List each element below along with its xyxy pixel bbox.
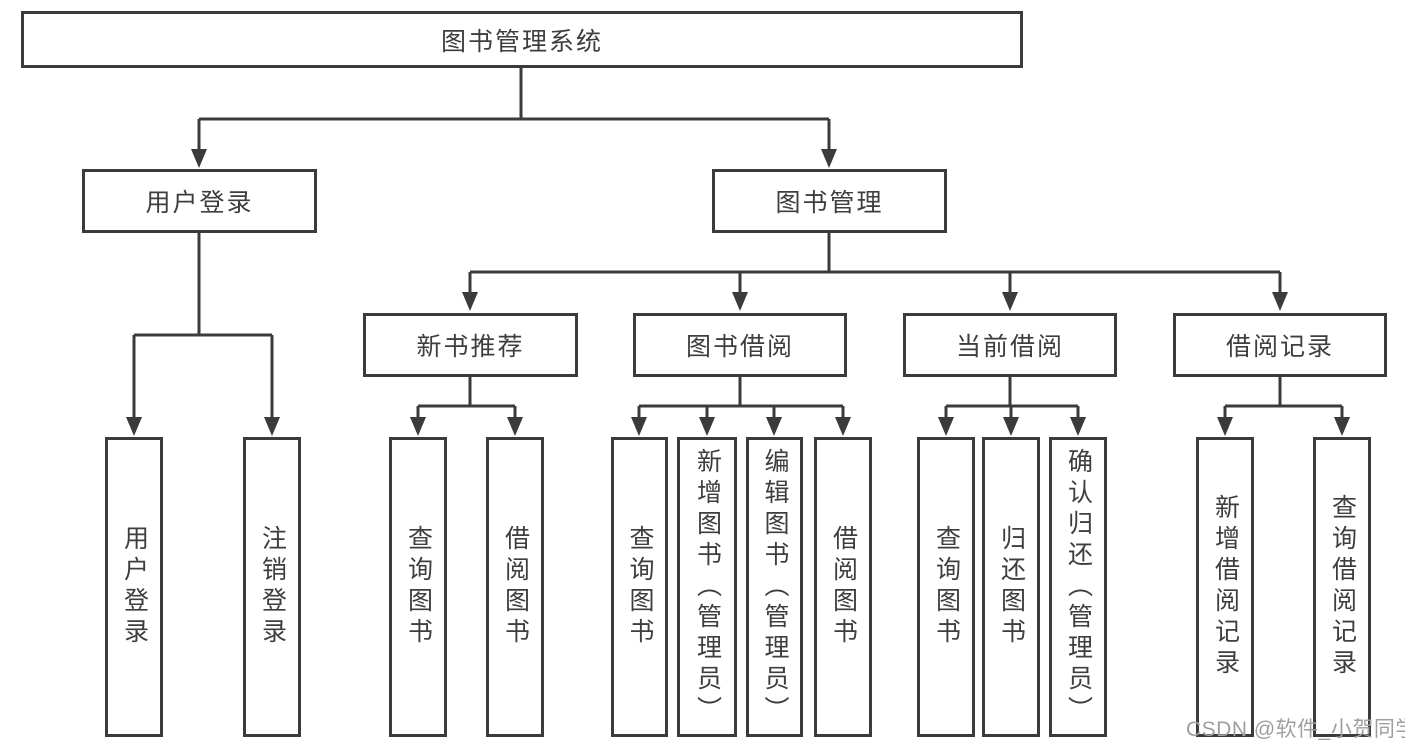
node-user-login: 用户登录 [82, 169, 317, 233]
node-borrowing-records: 借阅记录 [1173, 313, 1387, 377]
connector-root-to-branches [191, 68, 837, 168]
node-user-login-leaf: 用户登录 [105, 437, 163, 737]
connector-book-mgmt-to-groups [462, 233, 1288, 311]
node-new-book-recommend: 新书推荐 [363, 313, 578, 377]
node-book-management: 图书管理 [712, 169, 947, 233]
connector-current-borrow-to-children [938, 377, 1086, 436]
node-library-system: 图书管理系统 [21, 11, 1023, 68]
node-cb-confirm-return-admin: 确认归还（管理员） [1049, 437, 1107, 737]
node-cb-query-books: 查询图书 [917, 437, 975, 737]
node-logout: 注销登录 [243, 437, 301, 737]
node-cb-return-books: 归还图书 [982, 437, 1040, 737]
node-bb-borrow-books: 借阅图书 [814, 437, 872, 737]
watermark: CSDN @软件_小贺同学 [1186, 718, 1405, 741]
node-book-borrowing: 图书借阅 [633, 313, 847, 377]
node-current-borrowing: 当前借阅 [903, 313, 1117, 377]
connector-book-borrow-to-children [631, 377, 851, 436]
connector-user-login-to-children [126, 233, 280, 436]
node-bb-query-books: 查询图书 [611, 437, 668, 737]
node-br-add-record: 新增借阅记录 [1196, 437, 1254, 737]
connector-new-books-to-children [410, 377, 523, 436]
node-bb-add-books-admin: 新增图书（管理员） [677, 437, 737, 737]
node-br-query-record: 查询借阅记录 [1313, 437, 1371, 737]
node-bb-edit-books-admin: 编辑图书（管理员） [746, 437, 803, 737]
connector-borrow-records-to-children [1217, 377, 1350, 436]
node-nb-query-books: 查询图书 [389, 437, 447, 737]
node-nb-borrow-books: 借阅图书 [486, 437, 544, 737]
